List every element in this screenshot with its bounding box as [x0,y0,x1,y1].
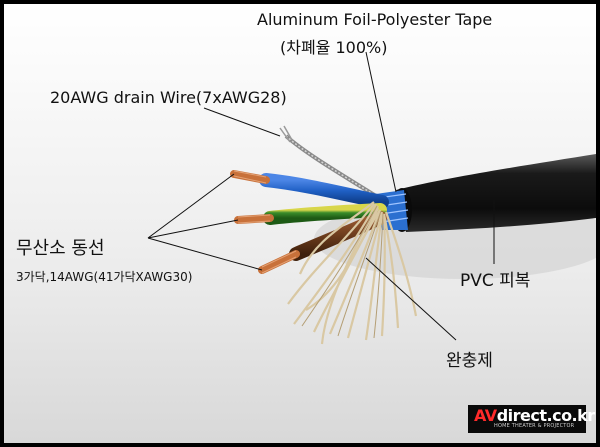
logo-tagline: HOME THEATER & PROJECTOR [494,423,575,429]
label-conductor-title: 무산소 동선 [16,238,105,259]
label-conductor-spec: 3가닥,14AWG(41가닥XAWG30) [16,270,193,284]
avdirect-logo: AVdirect.co.kr HOME THEATER & PROJECTOR [468,405,595,433]
blue-wire-copper [230,170,270,184]
label-pvc-jacket: PVC 피복 [460,271,531,291]
filler-strands [287,201,418,345]
leader-lines [147,51,495,341]
label-filler: 완충제 [446,351,493,371]
green-wire-copper [234,214,274,224]
label-foil-tape: Aluminum Foil-Polyester Tape [257,10,493,29]
label-foil-tape-shielding: (차폐율 100%) [280,38,388,57]
blue-wire-shape [259,173,389,209]
brown-wire-copper [258,250,300,274]
cable-illustration [4,4,596,443]
cable-photo: Aluminum Foil-Polyester Tape (차폐율 100%) … [4,4,596,443]
label-drain-wire: 20AWG drain Wire(7xAWG28) [50,88,287,107]
pvc-jacket-shape [396,154,596,232]
logo-wordmark: AVdirect.co.kr [474,406,595,425]
